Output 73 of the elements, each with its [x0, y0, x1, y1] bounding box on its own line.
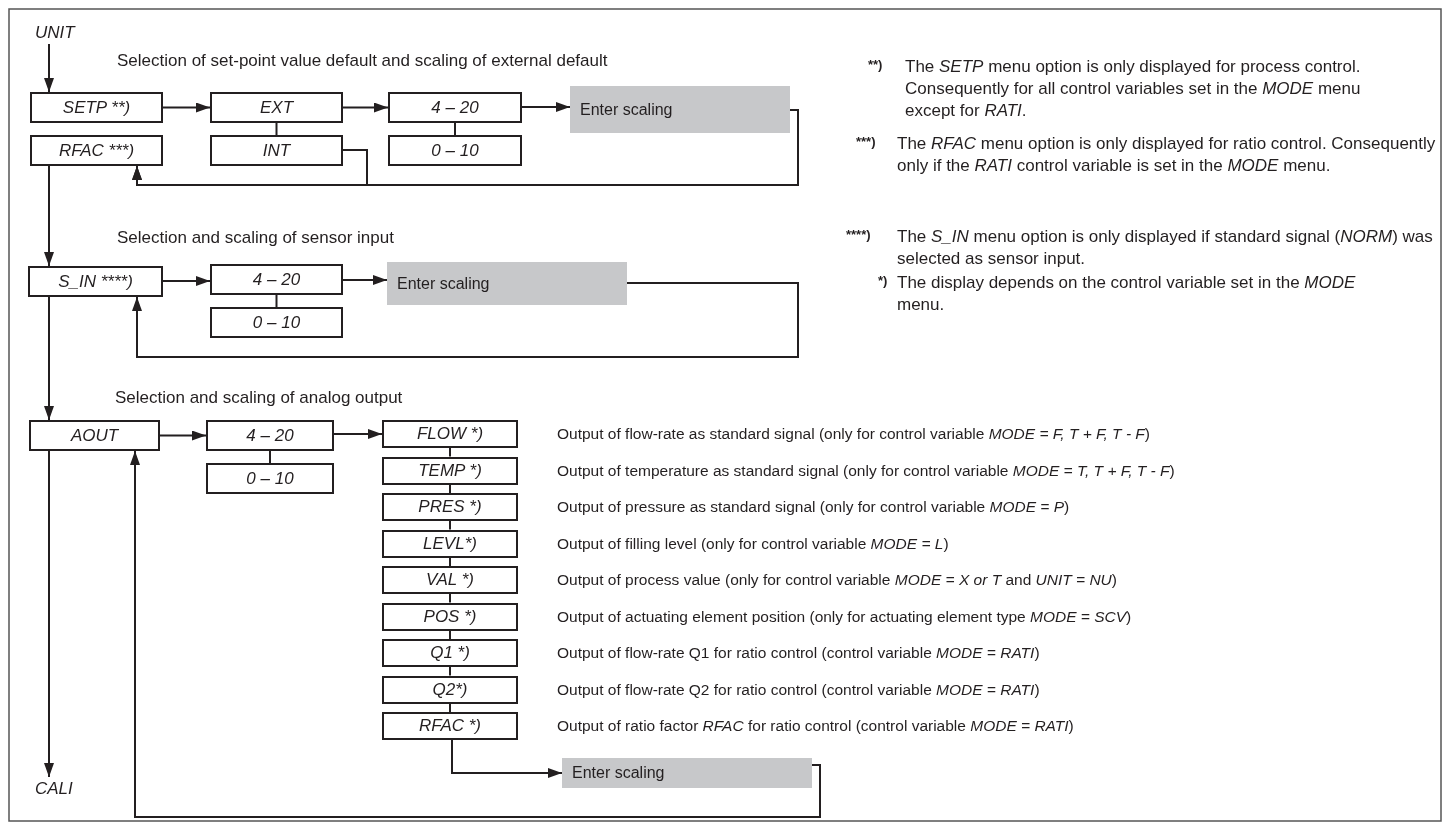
arrow [162, 276, 211, 286]
arrow [44, 296, 54, 421]
description-text: Output of ratio factor RFAC for ratio control (control variable MODE = RATI) [557, 716, 1074, 736]
arrow [132, 149, 368, 186]
footnote-mark: **) [868, 57, 883, 72]
arrow [159, 430, 207, 441]
action-box: Enter scaling [387, 262, 627, 305]
description-text: Output of pressure as standard signal (only for control variable MODE = P) [557, 497, 1070, 517]
section-heading: Selection of set-point value default and scaling of external default [117, 50, 608, 72]
arrow [132, 282, 799, 358]
connector-line [449, 447, 451, 458]
description-text: Output of flow-rate as standard signal (only for control variable MODE = F, T + F, T - F) [557, 424, 1150, 444]
menu-box: RFAC ***) [30, 135, 163, 166]
menu-box: Q1 *) [382, 639, 518, 667]
arrow [451, 739, 563, 778]
menu-box: 0 – 10 [206, 463, 334, 494]
footnote-mark: *) [878, 273, 888, 288]
arrow [44, 43, 54, 93]
connector-line [449, 520, 451, 531]
connector-line [449, 629, 451, 640]
connector-line [449, 593, 451, 604]
menu-box: 0 – 10 [210, 307, 343, 338]
menu-box: RFAC *) [382, 712, 518, 740]
footnote-text: The display depends on the control variable set in the MODE menu. [897, 272, 1357, 316]
menu-box: INT [210, 135, 343, 166]
menu-box: PRES *) [382, 493, 518, 521]
arrow [44, 165, 54, 267]
footnote-mark: ***) [856, 134, 876, 149]
menu-box: LEVL*) [382, 529, 518, 558]
menu-box: 4 – 20 [388, 92, 522, 123]
menu-label: CALI [35, 777, 85, 801]
description-text: Output of filling level (only for control variable MODE = L) [557, 533, 949, 554]
arrow [342, 275, 388, 285]
connector-line [449, 483, 451, 494]
menu-box: VAL *) [382, 566, 518, 594]
description-text: Output of temperature as standard signal (only for control variable MODE = T, T + F, T - F) [557, 460, 1175, 481]
menu-label: UNIT [35, 22, 83, 44]
menu-box: AOUT [29, 420, 160, 451]
menu-box: S_IN ****) [28, 266, 163, 297]
footnote-mark: ****) [846, 227, 871, 242]
menu-box: 4 – 20 [210, 264, 343, 295]
menu-box: FLOW *) [382, 420, 518, 448]
menu-box: Q2*) [382, 675, 518, 704]
description-text: Output of actuating element position (only for actuating element type MODE = SCV) [557, 606, 1132, 627]
section-heading: Selection and scaling of sensor input [117, 227, 394, 249]
footnote-text: The RFAC menu option is only displayed for ratio control. Consequently only if the RATI control variable is set in the MODE menu. [897, 133, 1437, 177]
menu-box: EXT [210, 92, 343, 123]
connector-line [275, 122, 278, 136]
section-heading: Selection and scaling of analog output [115, 387, 403, 409]
connector-line [275, 294, 278, 308]
menu-box: 4 – 20 [206, 420, 334, 451]
menu-box: 0 – 10 [388, 135, 522, 166]
menu-box: TEMP *) [382, 456, 518, 485]
arrow [162, 102, 211, 113]
connector-line [454, 122, 456, 136]
connector-line [269, 450, 271, 464]
connector-line [449, 702, 451, 713]
action-box: Enter scaling [570, 86, 790, 133]
connector-line [449, 666, 451, 677]
action-box: Enter scaling [562, 758, 812, 788]
arrow [521, 102, 571, 112]
menu-box: POS *) [382, 602, 518, 631]
menu-box: SETP **) [30, 92, 163, 123]
arrow [130, 450, 821, 818]
arrow [342, 102, 389, 113]
description-text: Output of process value (only for control variable MODE = X or T and UNIT = NU) [557, 570, 1117, 590]
footnote-text: The SETP menu option is only displayed for process control. Consequently for all control variables set in the MODE menu except for RATI. [905, 56, 1362, 122]
footnote-text: The S_IN menu option is only displayed if standard signal (NORM) was selected as sensor input. [897, 226, 1434, 270]
arrow [44, 450, 54, 778]
description-text: Output of flow-rate Q2 for ratio control (control variable MODE = RATI) [557, 679, 1040, 700]
description-text: Output of flow-rate Q1 for ratio control (control variable MODE = RATI) [557, 643, 1040, 663]
connector-line [449, 556, 451, 567]
arrow [333, 429, 383, 439]
